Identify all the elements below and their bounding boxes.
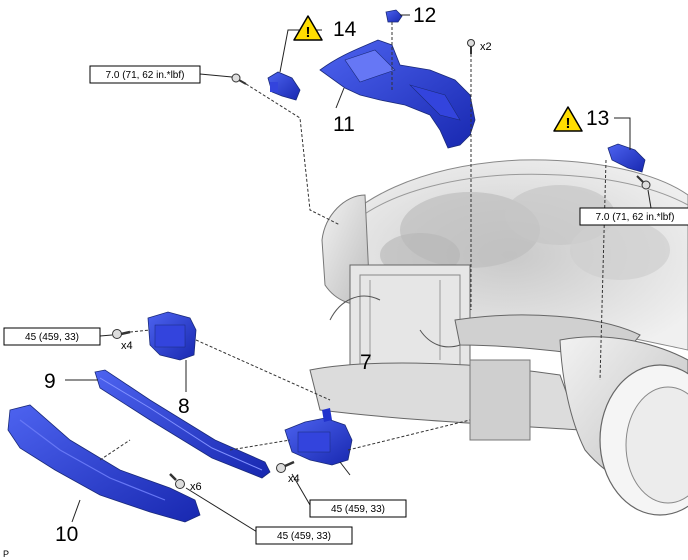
vehicle-front-body [309, 159, 688, 516]
part-12-clip [385, 9, 403, 23]
quantity-label: x4 [121, 340, 133, 352]
bolt-icon [276, 460, 295, 473]
torque-spec-box: 7.0 (71, 62 in.*lbf) [579, 207, 688, 226]
torque-label: 45 (459, 33) [331, 504, 385, 515]
bolt-icon [636, 175, 651, 190]
bolt-icon [467, 39, 475, 54]
bolt-icon [112, 329, 131, 339]
part-number-9: 9 [44, 370, 56, 393]
torque-label: 45 (459, 33) [25, 332, 79, 343]
part-number-10: 10 [55, 523, 78, 546]
torque-label: 7.0 (71, 62 in.*lbf) [106, 70, 185, 81]
torque-label: 7.0 (71, 62 in.*lbf) [596, 212, 675, 223]
part-number-13: 13 [586, 107, 609, 130]
part-9-reinforcement [94, 369, 271, 479]
bolt-icon [169, 473, 185, 489]
part-number-14: 14 [333, 18, 357, 41]
dashed-guide-lines [99, 22, 607, 461]
part-8-bracket [147, 311, 197, 361]
warning-icon: ! [553, 106, 583, 132]
quantity-label: x4 [288, 473, 300, 485]
quantity-label: x6 [190, 481, 202, 493]
part-14-bracket [267, 71, 301, 101]
svg-text:!: ! [566, 115, 571, 132]
torque-spec-box: 7.0 (71, 62 in.*lbf) [89, 65, 201, 84]
corner-label: P [3, 549, 9, 559]
part-10-absorber [7, 404, 201, 523]
part-number-8: 8 [178, 395, 190, 418]
torque-spec-box: 45 (459, 33) [3, 327, 101, 346]
part-number-11: 11 [333, 113, 355, 136]
torque-spec-box: 45 (459, 33) [255, 526, 353, 545]
part-7-bracket [284, 408, 353, 466]
bolt-icon [231, 73, 247, 85]
part-13-bracket [607, 143, 646, 173]
part-11-upper-duct [319, 39, 476, 149]
bolt-icons [112, 39, 651, 489]
svg-text:!: ! [306, 24, 311, 41]
part-number-12: 12 [413, 4, 436, 27]
quantity-label: x2 [480, 41, 492, 53]
warning-icon: ! [293, 15, 323, 41]
part-number-7: 7 [360, 351, 372, 374]
torque-label: 45 (459, 33) [277, 531, 331, 542]
torque-spec-box: 45 (459, 33) [309, 499, 407, 518]
